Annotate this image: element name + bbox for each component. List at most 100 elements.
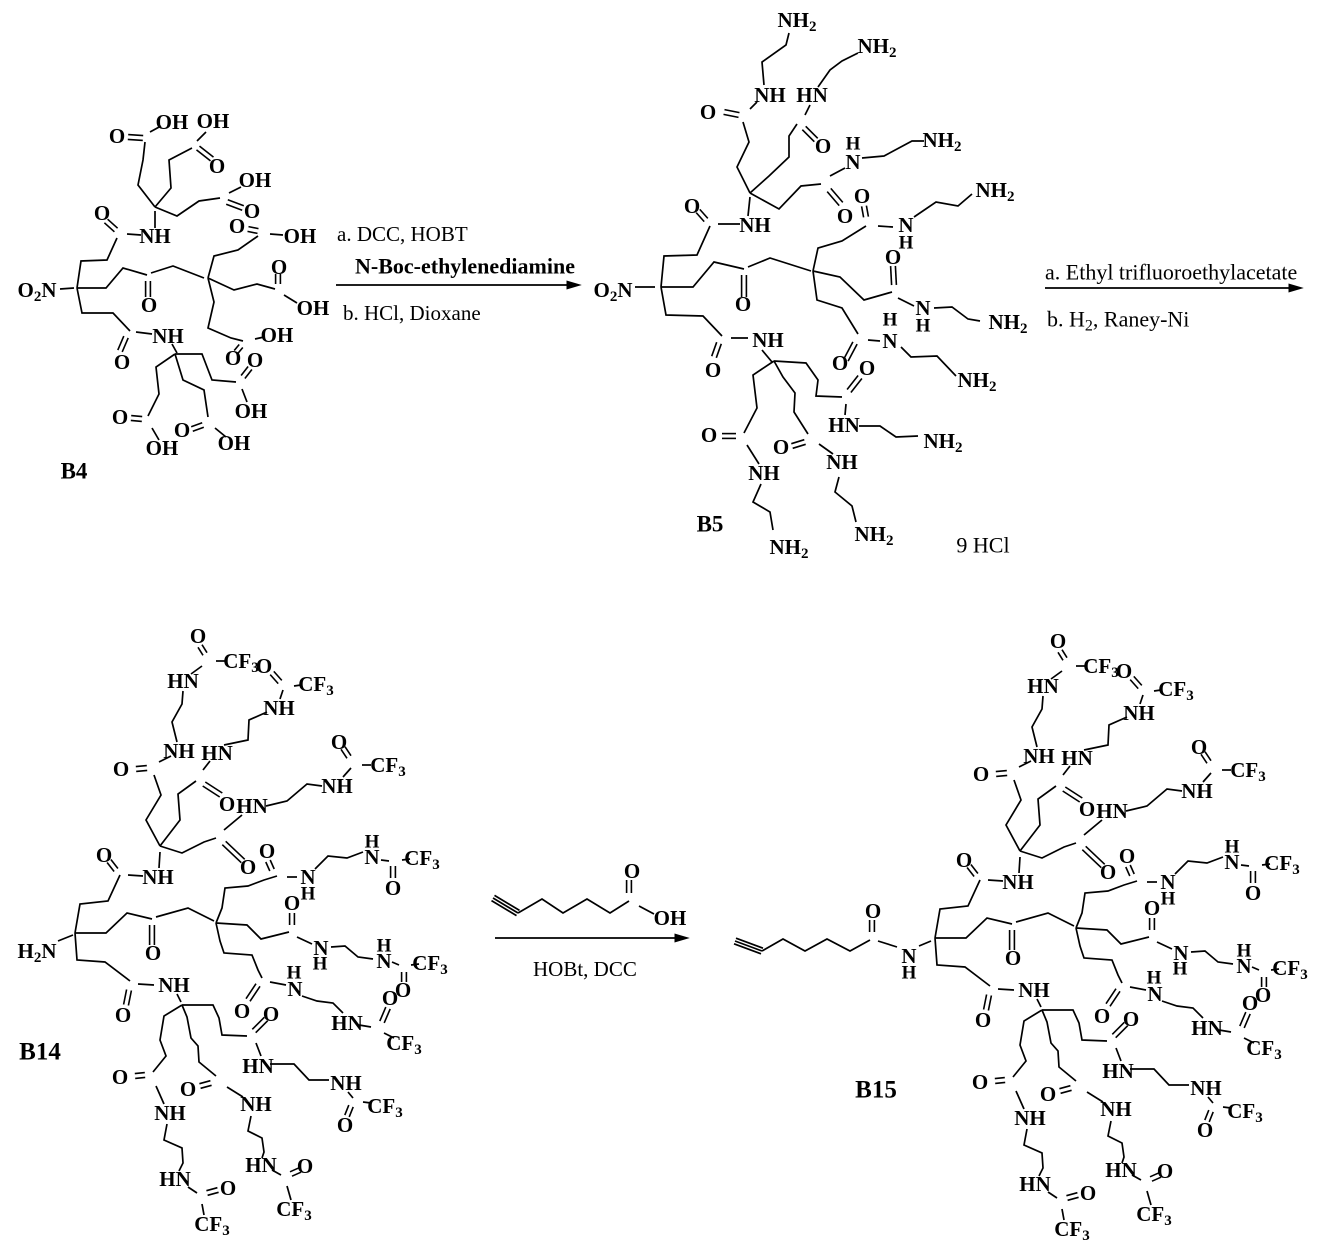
svg-text:O: O (1100, 860, 1116, 884)
svg-text:O: O (115, 1003, 131, 1027)
svg-text:N: N (882, 329, 897, 353)
svg-text:OH: OH (654, 906, 687, 930)
svg-text:N: N (376, 949, 391, 973)
svg-text:O: O (219, 792, 235, 816)
svg-text:CF3​: CF3​ (1246, 1036, 1282, 1063)
svg-text:NH: NH (1002, 870, 1034, 894)
svg-text:N: N (901, 944, 916, 968)
svg-text:NH: NH (754, 83, 786, 107)
svg-text:O: O (854, 184, 870, 208)
svg-text:HN: HN (1102, 1059, 1134, 1083)
svg-text:N: N (1236, 954, 1251, 978)
svg-text:O: O (972, 1070, 988, 1094)
svg-text:H: H (287, 962, 302, 983)
svg-text:O: O (956, 848, 972, 872)
svg-text:N: N (300, 865, 315, 889)
svg-text:CF3​: CF3​ (1158, 677, 1194, 704)
svg-text:O: O (385, 876, 401, 900)
svg-text:O: O (297, 1154, 313, 1178)
svg-text:O: O (220, 1176, 236, 1200)
svg-text:CF3​: CF3​ (1227, 1099, 1263, 1126)
svg-text:OH: OH (284, 224, 317, 248)
svg-text:HN: HN (796, 83, 828, 107)
svg-text:CF3​: CF3​ (1272, 956, 1308, 983)
svg-text:H: H (365, 831, 380, 852)
svg-text:HOBt, DCC: HOBt, DCC (533, 957, 637, 981)
svg-text:H: H (899, 232, 914, 253)
svg-text:O: O (141, 293, 157, 317)
svg-text:B5: B5 (697, 512, 724, 537)
svg-text:O: O (112, 1065, 128, 1089)
svg-text:9 HCl: 9 HCl (956, 532, 1009, 557)
svg-text:NH2​: NH2​ (989, 310, 1028, 337)
svg-text:NH2​: NH2​ (770, 535, 809, 562)
svg-text:O: O (337, 1113, 353, 1137)
svg-text:N: N (287, 977, 302, 1001)
svg-text:NH: NH (1123, 701, 1155, 725)
svg-text:O: O (114, 350, 130, 374)
svg-text:CF3​: CF3​ (386, 1031, 422, 1058)
svg-text:O: O (331, 730, 347, 754)
svg-text:O: O (240, 855, 256, 879)
svg-text:O: O (859, 356, 875, 380)
svg-text:H: H (1173, 958, 1188, 979)
svg-text:NH2​: NH2​ (855, 522, 894, 549)
svg-text:O: O (1116, 659, 1132, 683)
svg-text:O: O (773, 435, 789, 459)
svg-text:O: O (229, 214, 245, 238)
svg-text:O: O (94, 201, 110, 225)
svg-text:N: N (845, 150, 860, 174)
svg-text:O: O (1123, 1007, 1139, 1031)
svg-text:NH: NH (748, 461, 780, 485)
svg-text:O: O (234, 999, 250, 1023)
svg-text:CF3​: CF3​ (412, 951, 448, 978)
svg-text:O: O (700, 100, 716, 124)
svg-text:H: H (916, 315, 931, 336)
svg-text:HN: HN (1096, 799, 1128, 823)
svg-text:O: O (1040, 1082, 1056, 1106)
svg-text:H: H (902, 962, 917, 983)
svg-text:B14: B14 (19, 1038, 61, 1065)
svg-text:b. H2​, Raney-Ni: b. H2​, Raney-Ni (1047, 306, 1189, 334)
svg-text:O: O (1191, 735, 1207, 759)
svg-text:B4: B4 (61, 459, 88, 484)
svg-text:CF3​: CF3​ (370, 753, 406, 780)
svg-text:O: O (1245, 881, 1261, 905)
svg-text:H: H (1161, 888, 1176, 909)
svg-text:CF3​: CF3​ (1136, 1202, 1172, 1229)
svg-text:O: O (735, 292, 751, 316)
svg-text:NH2​: NH2​ (958, 368, 997, 395)
svg-text:HN: HN (331, 1011, 363, 1035)
svg-text:NH: NH (1190, 1076, 1222, 1100)
svg-text:O: O (1144, 896, 1160, 920)
svg-text:NH2​: NH2​ (778, 8, 817, 35)
svg-text:O2​N: O2​N (593, 278, 632, 305)
svg-text:N: N (1160, 870, 1175, 894)
svg-text:O: O (284, 891, 300, 915)
svg-text:CF3​: CF3​ (1230, 758, 1266, 785)
svg-text:CF3​: CF3​ (298, 672, 334, 699)
svg-text:O: O (975, 1008, 991, 1032)
svg-text:HN: HN (1105, 1158, 1137, 1182)
svg-text:N: N (1224, 850, 1239, 874)
svg-text:CF3​: CF3​ (1264, 851, 1300, 878)
svg-text:H: H (1147, 967, 1162, 988)
svg-text:CF3​: CF3​ (1054, 1217, 1090, 1244)
svg-text:CF3​: CF3​ (276, 1197, 312, 1224)
svg-text:NH2​: NH2​ (923, 128, 962, 155)
svg-text:O: O (96, 843, 112, 867)
svg-text:O: O (837, 204, 853, 228)
svg-text:CF3​: CF3​ (367, 1094, 403, 1121)
svg-text:NH: NH (142, 865, 174, 889)
svg-text:O: O (1050, 629, 1066, 653)
svg-text:NH: NH (152, 324, 184, 348)
svg-text:OH: OH (261, 323, 294, 347)
svg-text:NH: NH (752, 328, 784, 352)
svg-text:a. DCC, HOBT: a. DCC, HOBT (337, 222, 468, 246)
svg-text:HN: HN (245, 1153, 277, 1177)
svg-text:O: O (684, 194, 700, 218)
svg-text:O: O (109, 124, 125, 148)
svg-text:O: O (145, 941, 161, 965)
svg-text:OH: OH (297, 296, 330, 320)
svg-text:O: O (701, 423, 717, 447)
